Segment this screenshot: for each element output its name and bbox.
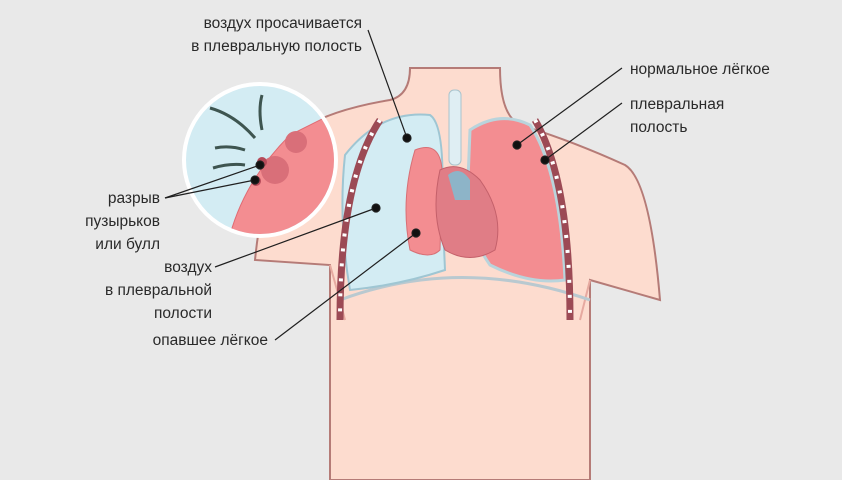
label-line: разрыв [107, 190, 160, 207]
label-line: в плевральной [104, 282, 212, 299]
label-line: плевральная [630, 96, 725, 113]
label-pleural-cavity: плевральная полость [630, 93, 724, 139]
magnifier-inset [182, 82, 338, 238]
label-line: полости [153, 305, 212, 322]
ribs-left [336, 118, 383, 321]
label-rupture: разрыв пузырьков или булл [85, 187, 160, 256]
label-air-leak: воздух просачивается в плевральную полос… [191, 12, 362, 58]
trachea [448, 89, 462, 166]
collapsed-lung [405, 147, 443, 256]
label-line: полость [630, 119, 688, 136]
label-air-in-cavity: воздух в плевральной полости [105, 256, 212, 325]
label-collapsed-lung: опавшее лёгкое [152, 332, 268, 349]
label-normal-lung: нормальное лёгкое [630, 61, 770, 78]
label-line: или булл [95, 236, 160, 253]
label-line: пузырьков [85, 213, 160, 230]
label-line: воздух [164, 259, 212, 276]
label-line: воздух просачивается [203, 15, 362, 32]
heart [435, 166, 499, 258]
label-line: в плевральную полость [191, 38, 362, 55]
